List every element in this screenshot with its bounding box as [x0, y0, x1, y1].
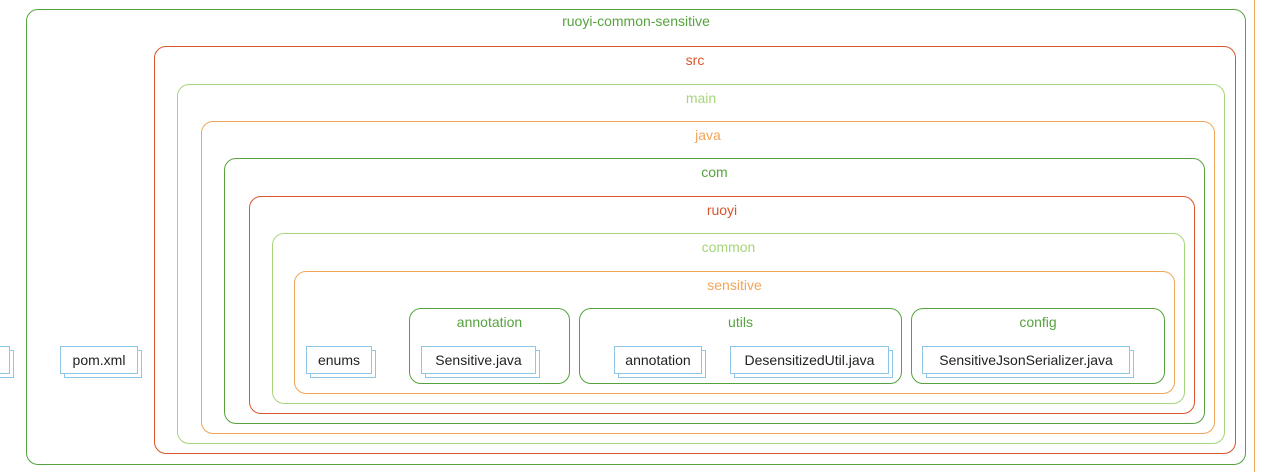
container-utils: utils: [579, 308, 902, 384]
file-utils-annotation: annotation: [614, 346, 702, 374]
container-title: sensitive: [707, 277, 762, 293]
container-src: src: [154, 46, 1236, 454]
container-title: utils: [728, 314, 753, 330]
file-enums: enums: [306, 346, 372, 374]
container-ruoyi: ruoyi: [249, 196, 1195, 414]
container-title: ruoyi-common-sensitive: [562, 13, 710, 29]
container-annotation: annotation: [409, 308, 570, 384]
container-com: com: [224, 158, 1205, 424]
file-sensitive-json-serializer-java: SensitiveJsonSerializer.java: [922, 346, 1130, 374]
container-title: annotation: [456, 314, 523, 330]
file-sensitive-java: Sensitive.java: [421, 346, 536, 374]
partial-file-node: [0, 346, 10, 374]
container-title: java: [695, 127, 721, 143]
container-title: common: [701, 239, 756, 255]
edge-container-line: [1254, 0, 1255, 472]
file-desensitized-util-java: DesensitizedUtil.java: [730, 346, 889, 374]
file-pom-xml: pom.xml: [60, 346, 138, 374]
container-config: config: [911, 308, 1165, 384]
container-ruoyi-common-sensitive: ruoyi-common-sensitive: [26, 9, 1246, 465]
container-title: main: [685, 90, 717, 106]
container-main: main: [177, 84, 1225, 444]
container-common: common: [272, 233, 1185, 404]
container-java: java: [201, 121, 1215, 434]
container-title: ruoyi: [706, 202, 738, 218]
container-title: src: [685, 52, 705, 68]
container-title: config: [1019, 314, 1057, 330]
container-sensitive: sensitive: [294, 271, 1175, 394]
container-title: com: [701, 164, 728, 180]
